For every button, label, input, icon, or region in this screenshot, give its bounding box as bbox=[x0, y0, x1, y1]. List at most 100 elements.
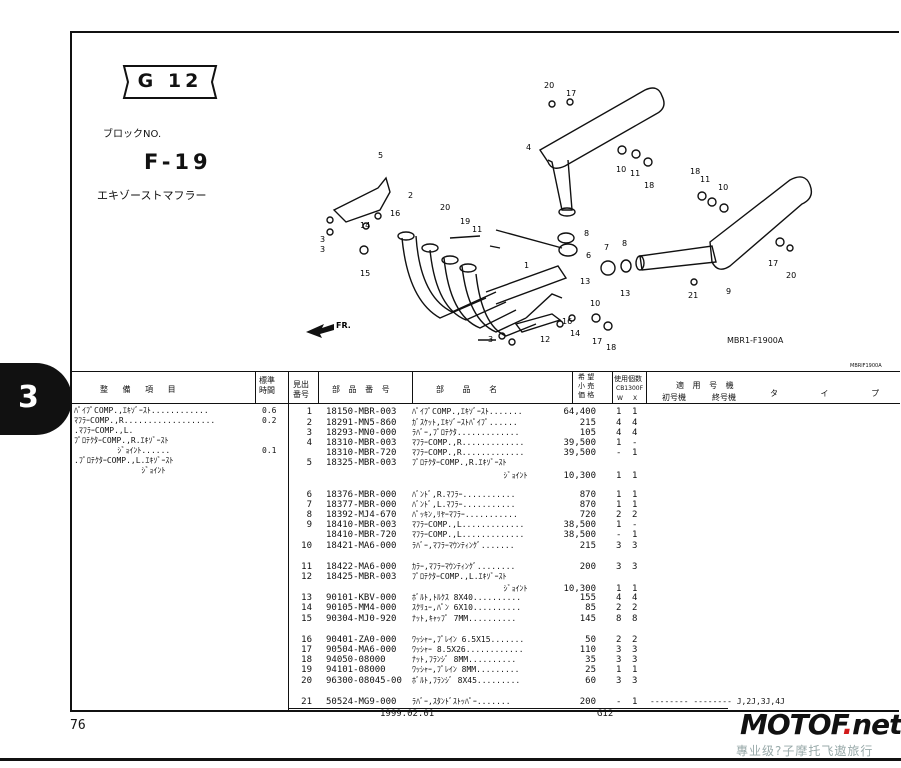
part-number: 18410-MBR-003 bbox=[326, 520, 397, 530]
part-ref-no: 21 bbox=[301, 697, 312, 707]
callout: 7 bbox=[604, 243, 609, 252]
part-ref-no: 10 bbox=[301, 541, 312, 551]
part-number: 94050-08000 bbox=[326, 655, 386, 665]
part-number: 18421-MA6-000 bbox=[326, 541, 397, 551]
footer-rule bbox=[288, 708, 728, 709]
drawing-code: MBR1-F1900A bbox=[727, 336, 784, 345]
part-price: 35 bbox=[585, 655, 596, 665]
qty-w: 1 bbox=[616, 471, 622, 481]
callout: 18 bbox=[606, 343, 616, 352]
part-price: 110 bbox=[579, 645, 596, 655]
qty-x: 1 bbox=[632, 500, 638, 510]
part-number: 18293-MN0-000 bbox=[326, 428, 397, 438]
part-name: ﾏﾌﾗｰCOMP.,R............. bbox=[412, 438, 525, 447]
part-number: 50524-MG9-000 bbox=[326, 697, 397, 707]
part-number: 18425-MBR-003 bbox=[326, 572, 397, 582]
service-item-name: ｼﾞｮｲﾝﾄ bbox=[74, 466, 166, 475]
part-name: ﾜｯｼｬｰ,ﾌﾟﾚｲﾝ 6.5X15....... bbox=[412, 635, 525, 644]
qty-x: 1 bbox=[632, 665, 638, 675]
qty-w: - bbox=[616, 530, 622, 540]
qty-w: 2 bbox=[616, 635, 622, 645]
part-price: 720 bbox=[579, 510, 596, 520]
part-name: ﾌﾟﾛﾃｸﾀｰCOMP.,L.ｴｷｿﾞｰｽﾄ bbox=[412, 572, 507, 581]
watermark-tagline: 專业级?子摩托飞遨旅行 bbox=[736, 744, 874, 758]
callout: 11 bbox=[630, 169, 640, 178]
qty-x: 3 bbox=[632, 562, 638, 572]
qty-x: 3 bbox=[632, 676, 638, 686]
qty-w: 1 bbox=[616, 500, 622, 510]
qty-w: 1 bbox=[616, 490, 622, 500]
qty-x: 1 bbox=[632, 530, 638, 540]
qty-w: 3 bbox=[616, 676, 622, 686]
block-name: エキゾーストマフラー bbox=[97, 189, 207, 202]
part-name: ﾅｯﾄ,ﾌﾗﾝｼﾞ 8MM.......... bbox=[412, 655, 517, 664]
part-number: 94101-08000 bbox=[326, 665, 386, 675]
service-item-time: 0.1 bbox=[262, 446, 277, 455]
part-price: 200 bbox=[579, 562, 596, 572]
qty-w: 4 bbox=[616, 418, 622, 428]
part-ref-no: 18 bbox=[301, 655, 312, 665]
header-qty: 使用個数 bbox=[614, 375, 642, 383]
part-ref-no: 8 bbox=[306, 510, 312, 520]
callout: 20 bbox=[544, 81, 554, 90]
qty-w: 1 bbox=[616, 665, 622, 675]
part-name: ﾏﾌﾗｰCOMP.,R............. bbox=[412, 448, 525, 457]
qty-w: 2 bbox=[616, 603, 622, 613]
part-number: 18377-MBR-000 bbox=[326, 500, 397, 510]
qty-x: 3 bbox=[632, 541, 638, 551]
callout: 13 bbox=[620, 289, 630, 298]
part-ref-no: 13 bbox=[301, 593, 312, 603]
part-number: 90101-KBV-000 bbox=[326, 593, 397, 603]
qty-x: 1 bbox=[632, 471, 638, 481]
footer-date: 1999.02.01 bbox=[380, 709, 435, 719]
part-number: 18150-MBR-003 bbox=[326, 407, 397, 417]
watermark-logo: MOTOF.net bbox=[740, 708, 901, 741]
part-ref-no: 15 bbox=[301, 614, 312, 624]
part-price: 105 bbox=[579, 428, 596, 438]
part-name: ﾎﾞﾙﾄ,ﾄﾙｸｽ 8X40.......... bbox=[412, 593, 522, 602]
callout: 12 bbox=[540, 335, 550, 344]
callout: 10 bbox=[590, 299, 600, 308]
callout: 4 bbox=[526, 143, 531, 152]
col-divider bbox=[318, 371, 319, 403]
callout: 2 bbox=[408, 191, 413, 200]
callout: 19 bbox=[460, 217, 470, 226]
callout: 17 bbox=[566, 89, 576, 98]
header-model: CB1300F bbox=[616, 385, 644, 392]
part-ref-no: 9 bbox=[306, 520, 312, 530]
callout: 20 bbox=[440, 203, 450, 212]
part-price: 10,300 bbox=[563, 471, 596, 481]
service-item-time: 0.2 bbox=[262, 416, 277, 425]
qty-x: 2 bbox=[632, 603, 638, 613]
qty-w: 8 bbox=[616, 614, 622, 624]
table-top-rule bbox=[72, 371, 900, 372]
qty-w: 1 bbox=[616, 520, 622, 530]
callout: 11 bbox=[700, 175, 710, 184]
qty-w: 3 bbox=[616, 541, 622, 551]
qty-x: 2 bbox=[632, 510, 638, 520]
col-divider bbox=[255, 371, 256, 403]
callout: 8 bbox=[584, 229, 589, 238]
part-number: 90304-MJ0-920 bbox=[326, 614, 397, 624]
part-price: 10,300 bbox=[563, 584, 596, 594]
qty-x: 1 bbox=[632, 584, 638, 594]
qty-w: 4 bbox=[616, 593, 622, 603]
qty-x: 4 bbox=[632, 418, 638, 428]
part-name: ﾊﾟｯｷﾝ,ﾘﾔｰﾏﾌﾗｰ........... bbox=[412, 510, 518, 519]
part-ref-no: 16 bbox=[301, 635, 312, 645]
header-service-item: 整 備 項 目 bbox=[100, 385, 182, 394]
part-number: 90105-MM4-000 bbox=[326, 603, 397, 613]
